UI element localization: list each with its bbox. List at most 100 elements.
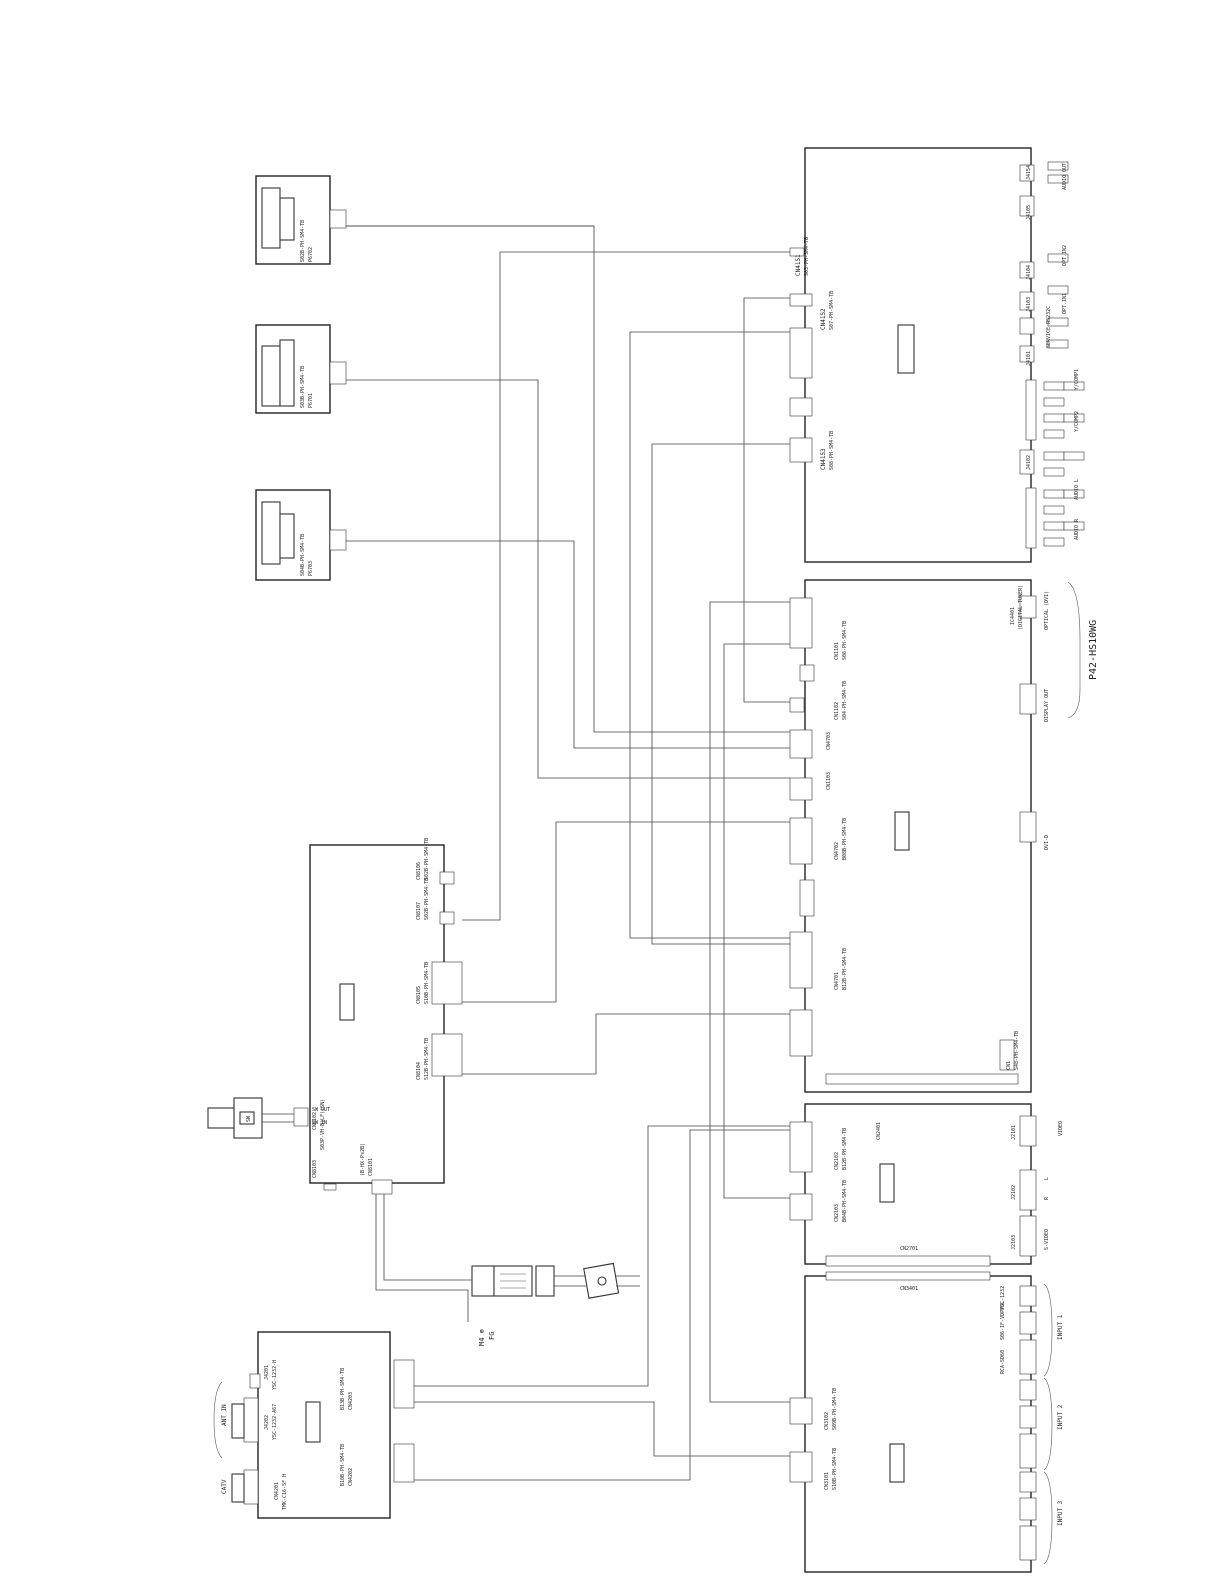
ac-cord: M4 ⊕ FG bbox=[375, 1194, 640, 1346]
cn4701-code: B12B-PH-SM4-TB bbox=[842, 948, 848, 990]
audio-l-label: AUDIO L bbox=[1074, 479, 1080, 500]
input-group-2: INPUT 2 bbox=[1057, 1404, 1064, 1430]
cn3401-header bbox=[825, 1271, 991, 1281]
cn8104-block bbox=[431, 1033, 463, 1077]
j4105-label: J4105 bbox=[1026, 205, 1032, 220]
svideo-label: S-VIDEO bbox=[1044, 1229, 1050, 1250]
input-jack-label-3: RCA-SD60 bbox=[1000, 1350, 1006, 1374]
j4154-label: J4154 bbox=[1026, 165, 1032, 180]
cn8102-code: S03P-VH-B(LF)(SN) bbox=[320, 1099, 326, 1150]
av-l-label: L bbox=[1044, 1177, 1050, 1180]
main-left-connectors bbox=[789, 247, 813, 463]
cn4202-code: B10B-PH-SM4-TB bbox=[340, 1444, 346, 1486]
cn4151-code: S03-PH-SM4-TB bbox=[804, 237, 810, 276]
digital-left-connectors bbox=[789, 597, 1015, 1071]
cn3401-label: CN3401 bbox=[900, 1286, 918, 1292]
cn3101-label: CN3101 bbox=[824, 1472, 830, 1490]
cn8106-label: CN8106 bbox=[416, 862, 422, 880]
cn1-header bbox=[825, 1073, 1019, 1085]
cn4203-code: B13B-PH-SM4-TB bbox=[340, 1368, 346, 1410]
cn8105-code: S10B-PH-SM4-TB bbox=[424, 962, 430, 1004]
cn4153-code: S08-PH-SM4-TB bbox=[829, 431, 835, 470]
cn2103-code: B04B-PH-SM4-TB bbox=[842, 1180, 848, 1222]
small2-code: S03B-PH-SM4-TB bbox=[300, 366, 306, 408]
sw-out-label: SW OUT bbox=[312, 1107, 330, 1113]
sw-label: SW bbox=[246, 1115, 252, 1122]
main-board: CN4151 S03-PH-SM4-TB CN4152 S07-PH-SM4-T… bbox=[789, 147, 1085, 563]
cn2701-label: CN2701 bbox=[900, 1246, 918, 1252]
ground-label: FG bbox=[488, 1332, 496, 1340]
cn1101-label: CN1101 bbox=[834, 642, 840, 660]
y-comp2-label: Y/COMP2 bbox=[1074, 411, 1080, 432]
cn4201-code: TMK-C16-5F H bbox=[282, 1474, 288, 1510]
cn3102-code: S09B-PH-SM4-TB bbox=[832, 1388, 838, 1430]
cn8102-label: CN8102 bbox=[312, 1112, 318, 1130]
j4201-code: YSC-1232-H bbox=[272, 1360, 278, 1390]
cn4701-label: CN4701 bbox=[834, 972, 840, 990]
video-label: VIDEO bbox=[1058, 1121, 1064, 1136]
cn4702-code: B08B-PH-SM4-TB bbox=[842, 818, 848, 860]
j4103-label: J4103 bbox=[1026, 297, 1032, 312]
small-board-3: P6703 S04B-PH-SM4-TB bbox=[255, 489, 347, 581]
cn8105-block bbox=[431, 961, 463, 1005]
cn1103-label: CN1103 bbox=[826, 772, 832, 790]
j4104-label: J4104 bbox=[1026, 265, 1032, 280]
cn4702-label: CN4702 bbox=[834, 842, 840, 860]
cn2701-header bbox=[825, 1255, 991, 1267]
cn1-label: CN1 bbox=[1006, 1061, 1012, 1070]
small3-code: S04B-PH-SM4-TB bbox=[300, 534, 306, 576]
cn2401-label: CN2401 bbox=[876, 1122, 882, 1140]
cn8107-code: S02B-PH-SM4-TB bbox=[424, 878, 430, 920]
j4202-label: J4202 bbox=[264, 1415, 270, 1430]
cn8101-label: CN8101 bbox=[368, 1158, 374, 1176]
cn4152-label: CN4152 bbox=[820, 308, 827, 330]
model-brace bbox=[1067, 581, 1081, 719]
main-jacks bbox=[1019, 161, 1085, 549]
j4101-label: J4101 bbox=[1026, 351, 1032, 366]
optical-label: OPTICAL (DVI) bbox=[1044, 591, 1050, 630]
av-board-label-box bbox=[879, 1163, 895, 1203]
j4201-label: J4201 bbox=[264, 1365, 270, 1380]
power-board: CN8104 S12B-PH-SM4-TB CN8105 S10B-PH-SM4… bbox=[293, 838, 463, 1195]
cn4151-label: CN4151 bbox=[795, 254, 802, 276]
cn8104-code: S12B-PH-SM4-TB bbox=[424, 1038, 430, 1080]
cn1102-code: S04-PH-SM4-TB bbox=[842, 681, 848, 720]
audio-r-label: AUDIO R bbox=[1074, 518, 1080, 540]
input-group-3: INPUT 3 bbox=[1057, 1500, 1064, 1526]
cn8105-label: CN8105 bbox=[416, 986, 422, 1004]
digital-board-label-box bbox=[894, 811, 910, 851]
cn4203-label: CN4203 bbox=[348, 1392, 354, 1410]
main-board-label-box bbox=[897, 324, 915, 374]
cn8106-code: S02B-PH-SM4-TB bbox=[424, 838, 430, 880]
display-out-label: DISPLAY OUT bbox=[1044, 689, 1050, 722]
cn1102-label: CN1102 bbox=[834, 702, 840, 720]
ground-screw-label: M4 ⊕ bbox=[478, 1328, 486, 1346]
small-board-2: P6701 S03B-PH-SM4-TB bbox=[255, 324, 347, 414]
dvi-label: DVI-D bbox=[1044, 835, 1050, 850]
input-group-1: INPUT 1 bbox=[1057, 1314, 1064, 1340]
wiring-harnesses bbox=[346, 225, 790, 1481]
cn1-code: S48-PH-SM4-TB bbox=[1014, 1031, 1020, 1070]
ic4401-code: (DIGITAL TUNER) bbox=[1018, 585, 1024, 630]
j4102-label: J4102 bbox=[1026, 455, 1032, 470]
cn4202-block bbox=[393, 1443, 415, 1483]
ant-in-label: ANT IN bbox=[221, 1404, 228, 1426]
cn2102-code: B12B-PH-SM4-TB bbox=[842, 1128, 848, 1170]
cn4201-label: CN4201 bbox=[274, 1482, 280, 1500]
av-r-label: R bbox=[1044, 1196, 1050, 1200]
cn3102-label: CN3102 bbox=[824, 1412, 830, 1430]
digital-board: CN1101 S06-PH-SM4-TB CN1102 S04-PH-SM4-T… bbox=[789, 579, 1099, 1093]
cn2102-label: CN2102 bbox=[834, 1152, 840, 1170]
opt-in1-label: OPT.IN1 bbox=[1062, 293, 1068, 314]
power-switch: SW bbox=[207, 1097, 294, 1139]
y-comp1-label: Y/COMP1 bbox=[1074, 369, 1080, 390]
sw-in-label: SW IN bbox=[312, 1120, 327, 1126]
small3-name: P6703 bbox=[308, 561, 314, 576]
opt-in2-label: OPT.IN2 bbox=[1062, 245, 1068, 266]
j2103-label: J2103 bbox=[1011, 1235, 1017, 1250]
small1-code: S02B-PH-SM4-TB bbox=[300, 220, 306, 262]
small1-name: P6702 bbox=[308, 247, 314, 262]
cn4153-label: CN4153 bbox=[820, 448, 827, 470]
cn3101-code: S10B-PH-SM4-TB bbox=[832, 1448, 838, 1490]
